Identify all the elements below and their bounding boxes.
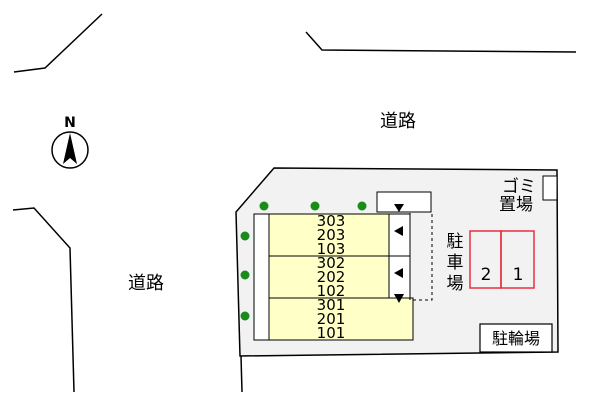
unit-number: 103 <box>317 240 346 258</box>
parking-label-char: 場 <box>447 274 464 294</box>
tree-icon <box>259 201 269 211</box>
parking-area: 駐 車 場 2 1 <box>447 230 535 294</box>
tree-icon <box>240 311 250 321</box>
bicycle-parking-box <box>479 323 553 353</box>
entrance-arrow-icon <box>394 204 404 212</box>
road-edge-line <box>13 13 103 73</box>
trees <box>240 201 367 321</box>
bicycle-parking-label: 駐輪場 <box>492 329 540 348</box>
unit-number: 102 <box>317 282 346 300</box>
entrance-arrow-icon <box>394 226 403 236</box>
unit-number: 203 <box>317 226 346 244</box>
tree-icon <box>310 201 320 211</box>
road-label-left: 道路 <box>128 273 164 294</box>
parking-space-number: 1 <box>513 265 524 285</box>
north-arrow-icon <box>63 133 77 164</box>
entrance-arrow-icon <box>394 294 404 303</box>
unit-number: 303 <box>317 212 346 230</box>
parking-label-char: 車 <box>447 253 464 273</box>
unit-number: 202 <box>317 268 346 286</box>
road-edge-line <box>240 355 243 393</box>
parking-space <box>500 230 535 289</box>
unit-number: 302 <box>317 254 346 272</box>
bicycle-parking: 駐輪場 <box>479 323 553 353</box>
north-label: N <box>64 115 76 131</box>
unit-number: 101 <box>317 324 346 342</box>
garbage-area: ゴミ 置場 <box>499 175 558 215</box>
garbage-label-line2: 置場 <box>499 195 533 215</box>
entrance-box <box>376 191 432 213</box>
north-compass: N <box>51 115 89 169</box>
parking-space-number: 2 <box>481 265 492 285</box>
tree-icon <box>357 201 367 211</box>
building-row <box>268 297 414 341</box>
unit-number: 201 <box>317 310 346 328</box>
walkway-outline <box>409 211 433 301</box>
building-corridor <box>253 213 270 341</box>
apartment-building: 303 203 103 302 202 102 301 201 101 <box>253 191 433 342</box>
unit-number: 301 <box>317 296 346 314</box>
entrance-arrow-icon <box>394 268 403 278</box>
road-label-top: 道路 <box>380 111 416 132</box>
garbage-label-line1: ゴミ <box>502 176 536 197</box>
garbage-box <box>542 175 558 201</box>
parking-label-char: 駐 <box>447 232 464 252</box>
road-edge-line <box>12 207 75 393</box>
tree-icon <box>240 231 250 241</box>
road-edge-line <box>305 31 577 53</box>
tree-icon <box>240 270 250 280</box>
